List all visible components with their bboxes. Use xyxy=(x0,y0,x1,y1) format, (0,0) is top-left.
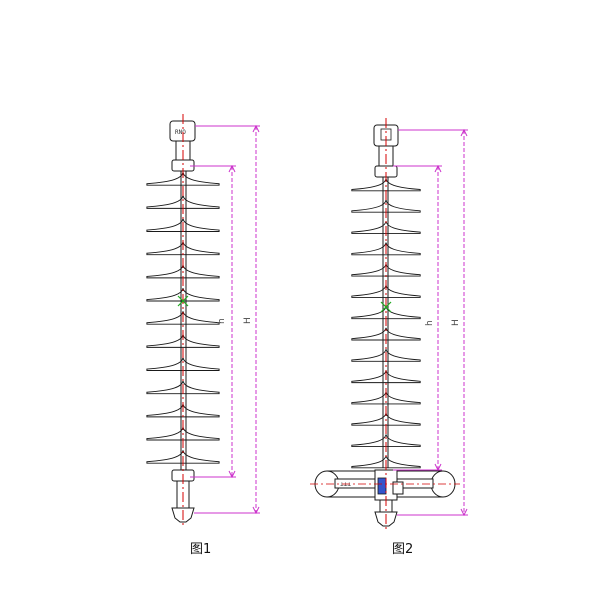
fig2-caption: 图2 xyxy=(392,542,413,557)
figure-1: RNO h H 图1 xyxy=(146,114,260,557)
fig2-dim-H-label: H xyxy=(451,319,461,326)
fig1-caption: 图1 xyxy=(190,542,211,557)
fig2-dim-h-label: h xyxy=(425,320,435,326)
figure-2: ⊥⊥⊥ h H xyxy=(310,118,468,557)
fig2-center-marker xyxy=(380,301,392,313)
fig1-dim-h-label: h xyxy=(217,318,227,324)
fig1-dimension-large xyxy=(194,124,260,515)
fig2-ring-tag: ⊥⊥⊥ xyxy=(340,481,351,488)
fig1-center-marker xyxy=(177,295,189,307)
fig2-ring-nut xyxy=(392,481,404,495)
fig2-dimension-large xyxy=(397,128,468,517)
fig2-ring-bolt xyxy=(377,477,387,495)
fig1-dimension-small xyxy=(190,164,236,479)
fig1-cap-label: RNO xyxy=(175,129,186,136)
fig2-dimension-small xyxy=(393,164,442,472)
fig1-dim-H-label: H xyxy=(243,317,253,324)
